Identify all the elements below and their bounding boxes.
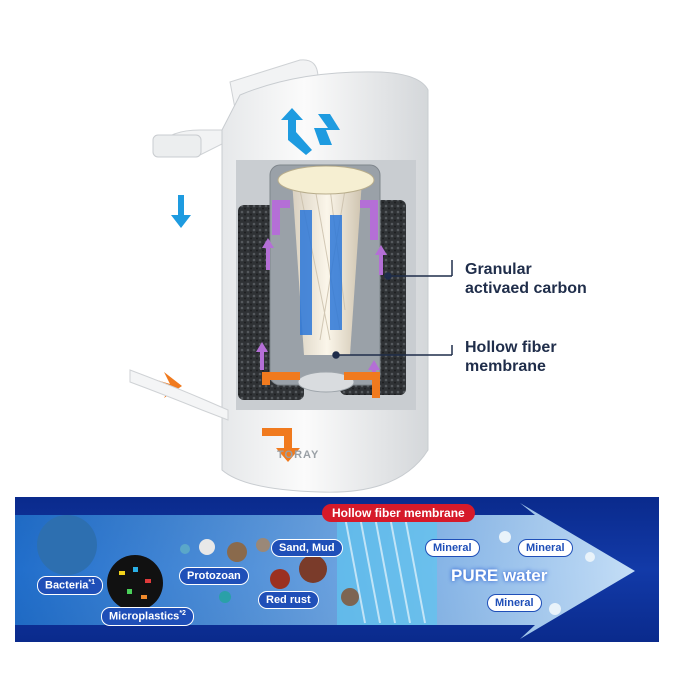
carbon-callout: Granular activaed carbon xyxy=(465,260,587,298)
membrane-band xyxy=(337,515,437,625)
membrane-label-line2: membrane xyxy=(465,358,546,375)
mineral-label-3: Mineral xyxy=(487,594,542,612)
pure-water-label: PURE water xyxy=(451,566,548,585)
banner-art xyxy=(15,503,635,639)
banner-title: Hollow fiber membrane xyxy=(322,504,475,522)
flow-out-arrow-2 xyxy=(314,114,340,145)
membrane-label-line1: Hollow fiber xyxy=(465,339,557,356)
flow-inner-arrow xyxy=(272,200,290,235)
flow-in-arrow-bottom xyxy=(262,428,300,462)
carbon-label-line2: activaed carbon xyxy=(465,280,587,297)
sand-mud-label: Sand, Mud xyxy=(271,539,343,557)
rust-particle xyxy=(299,555,327,583)
bacteria-label: Bacteria*1 xyxy=(37,576,104,595)
mineral-label-1: Mineral xyxy=(425,539,480,557)
brand-label: TORAY xyxy=(277,449,319,461)
microplastic-bits xyxy=(119,567,151,599)
microplastics-image xyxy=(107,555,163,611)
carbon-label-line1: Granular xyxy=(465,261,532,278)
protozoan-label: Protozoan xyxy=(179,567,249,585)
flow-arrows xyxy=(150,108,387,462)
flow-down-arrow xyxy=(171,195,191,228)
microplastics-label: Microplastics*2 xyxy=(101,607,194,626)
flow-in-arrow xyxy=(262,372,300,385)
filtration-banner: Hollow fiber membrane Bacteria*1 Micropl… xyxy=(15,497,659,642)
bacteria-image xyxy=(37,515,97,575)
membrane-callout: Hollow fiber membrane xyxy=(465,338,557,376)
mineral-label-2: Mineral xyxy=(518,539,573,557)
flow-out-arrow xyxy=(281,108,312,155)
hose xyxy=(129,369,229,421)
callout-lines xyxy=(332,260,453,359)
red-rust-label: Red rust xyxy=(258,591,319,609)
